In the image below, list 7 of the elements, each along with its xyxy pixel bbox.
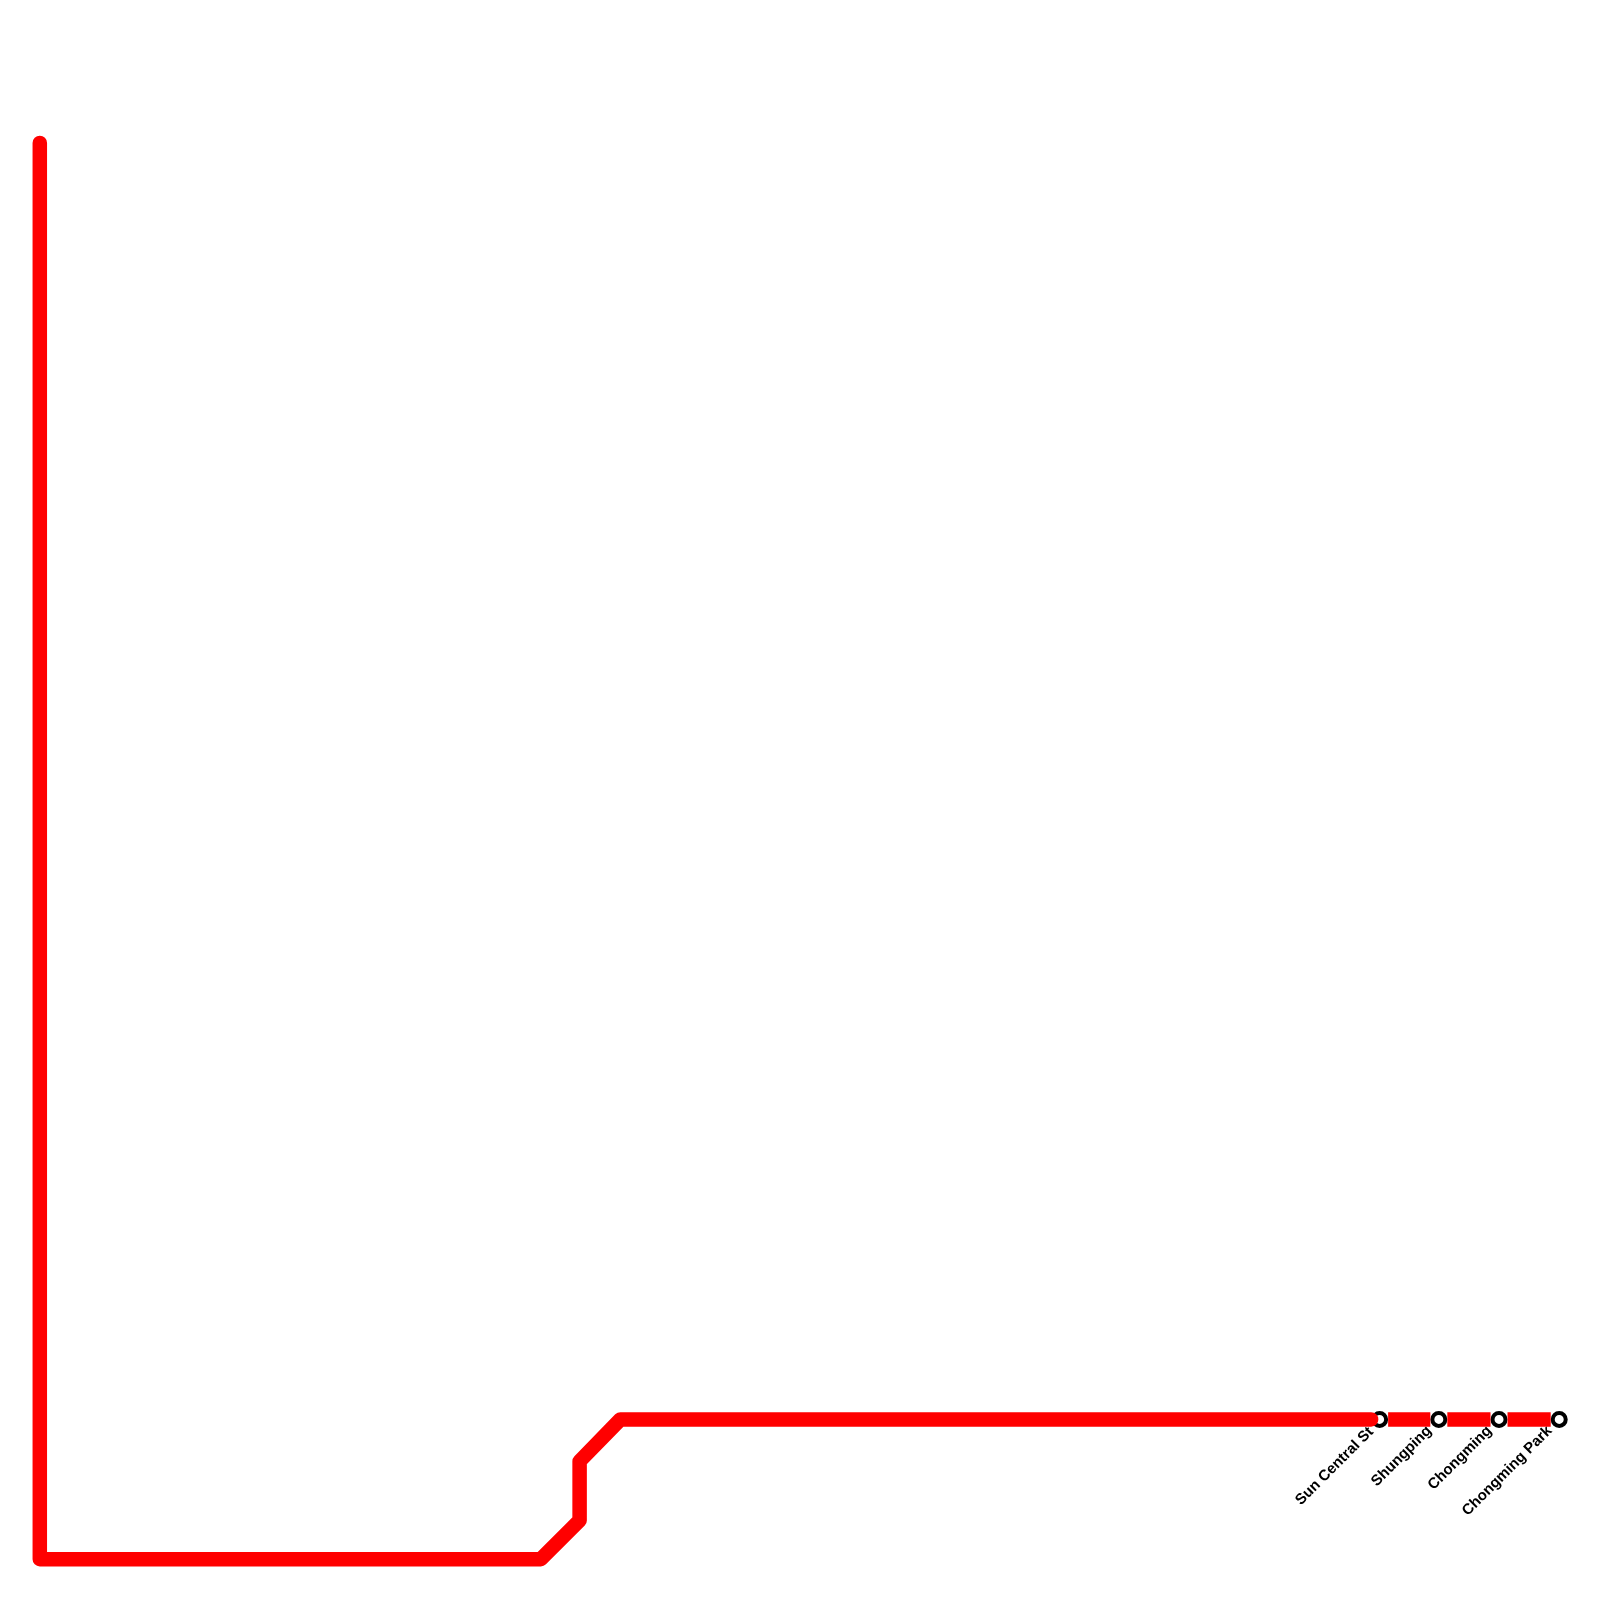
metro-line [1388, 1412, 1431, 1427]
metro-line [1447, 1412, 1491, 1427]
metro-line [32, 135, 1379, 1567]
metro-line [1507, 1412, 1551, 1427]
station-marker [1550, 1410, 1568, 1428]
station-marker [1490, 1410, 1508, 1428]
station-marker [1430, 1410, 1448, 1428]
